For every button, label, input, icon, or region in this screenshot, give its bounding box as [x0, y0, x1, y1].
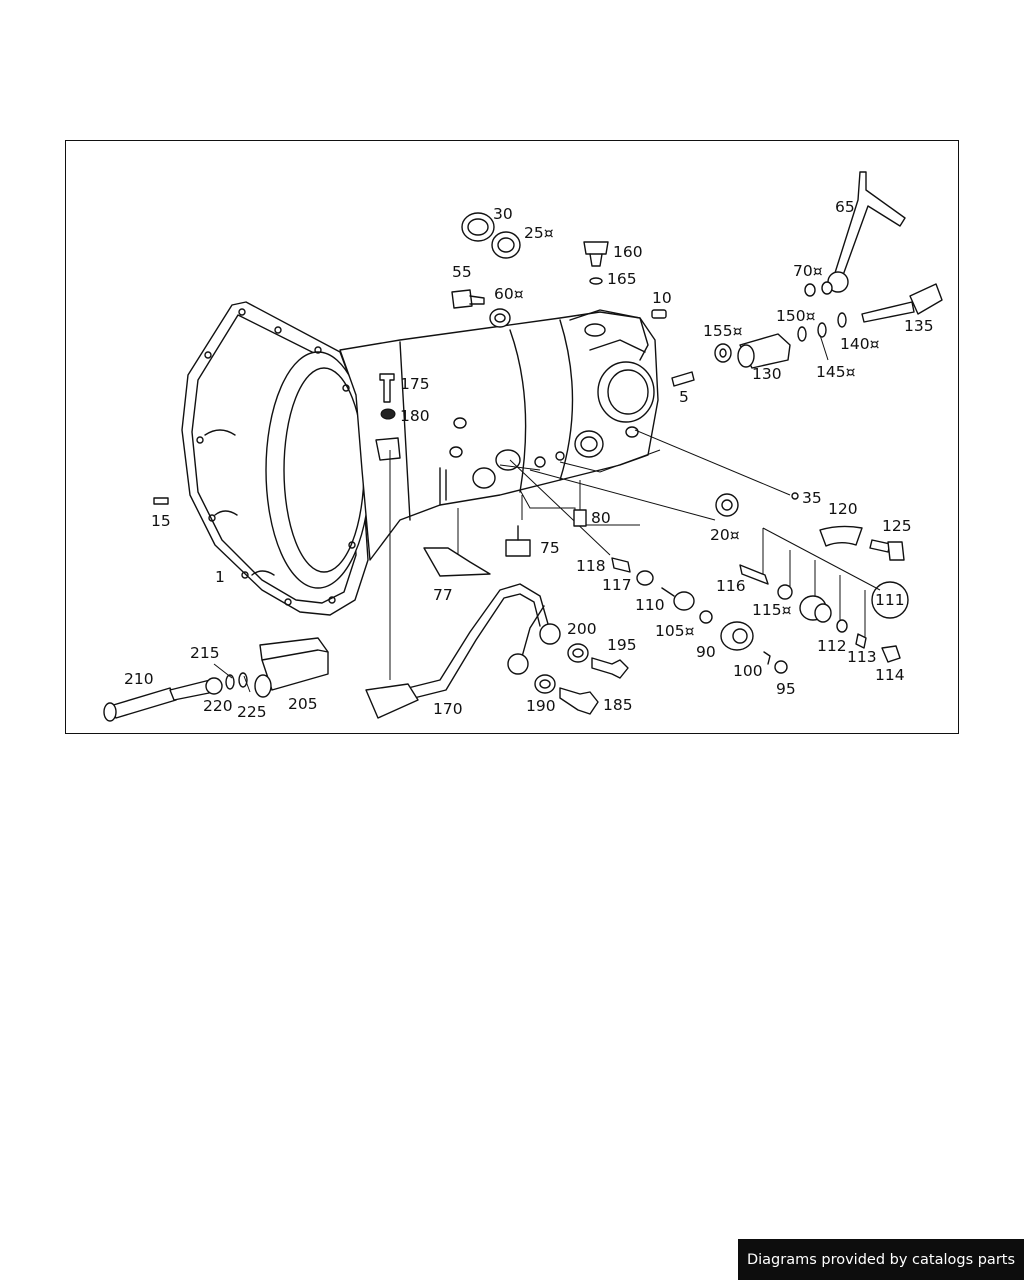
callout-185: 185: [603, 696, 633, 714]
callout-150: 150¤: [776, 307, 816, 325]
callout-1: 1: [215, 568, 225, 586]
callout-15: 15: [151, 512, 171, 530]
callout-205: 205: [288, 695, 318, 713]
callout-110: 110: [635, 596, 665, 614]
callout-65: 65: [835, 198, 855, 216]
callout-77: 77: [433, 586, 453, 604]
callout-115: 115¤: [752, 601, 792, 619]
callout-117: 117: [602, 576, 632, 594]
callout-120: 120: [828, 500, 858, 518]
callout-25: 25¤: [524, 224, 554, 242]
callout-112: 112: [817, 637, 847, 655]
callout-170: 170: [433, 700, 463, 718]
callout-175: 175: [400, 375, 430, 393]
callout-95: 95: [776, 680, 796, 698]
callout-160: 160: [613, 243, 643, 261]
callout-116: 116: [716, 577, 746, 595]
callout-145: 145¤: [816, 363, 856, 381]
callout-5: 5: [679, 388, 689, 406]
callout-215: 215: [190, 644, 220, 662]
callout-135: 135: [904, 317, 934, 335]
callout-118: 118: [576, 557, 606, 575]
attribution-banner: Diagrams provided by catalogs parts: [738, 1239, 1024, 1280]
callout-20: 20¤: [710, 526, 740, 544]
callout-165: 165: [607, 270, 637, 288]
callout-195: 195: [607, 636, 637, 654]
callout-200: 200: [567, 620, 597, 638]
callout-60: 60¤: [494, 285, 524, 303]
callout-225: 225: [237, 703, 267, 721]
callout-55: 55: [452, 263, 472, 281]
diagram-frame: [65, 140, 959, 734]
callout-105: 105¤: [655, 622, 695, 640]
callout-155: 155¤: [703, 322, 743, 340]
callout-80: 80: [591, 509, 611, 527]
callout-70: 70¤: [793, 262, 823, 280]
callout-210: 210: [124, 670, 154, 688]
attribution-text: Diagrams provided by catalogs parts: [746, 1251, 1016, 1268]
callout-90: 90: [696, 643, 716, 661]
callout-130: 130: [752, 365, 782, 383]
callout-35: 35: [802, 489, 822, 507]
callout-190: 190: [526, 697, 556, 715]
callout-114: 114: [875, 666, 905, 684]
callout-75: 75: [540, 539, 560, 557]
callout-125: 125: [882, 517, 912, 535]
parts-drawings: [103, 171, 943, 722]
callout-140: 140¤: [840, 335, 880, 353]
callout-30: 30: [493, 205, 513, 223]
callout-10: 10: [652, 289, 672, 307]
callout-113: 113: [847, 648, 877, 666]
transmission-housing-drawing: [181, 301, 659, 616]
callout-111: 111: [875, 591, 905, 609]
callout-180: 180: [400, 407, 430, 425]
callout-220: 220: [203, 697, 233, 715]
callout-labels: 30 25¤ 160 165 65 55 60¤ 10 70¤ 150¤ 135…: [124, 198, 934, 721]
callout-100: 100: [733, 662, 763, 680]
